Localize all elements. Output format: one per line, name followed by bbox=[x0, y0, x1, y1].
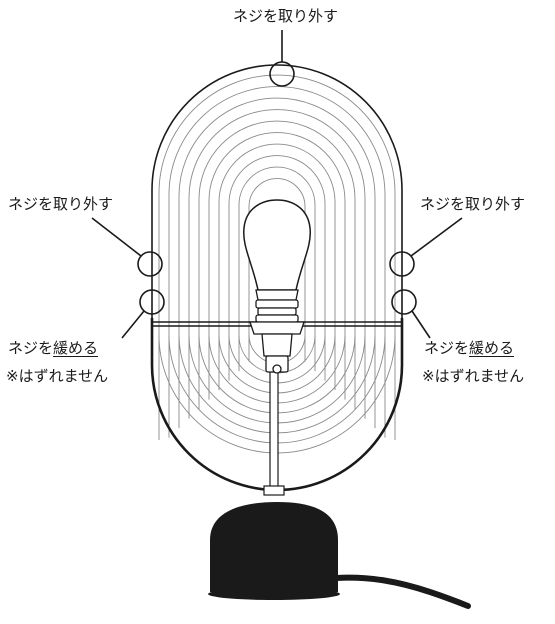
shade-outline bbox=[151, 64, 403, 318]
label-top-remove-screw: ネジを取り外す bbox=[233, 7, 339, 25]
screw-marker-right-upper bbox=[389, 251, 415, 277]
right-loosen-emphasis: 緩める bbox=[469, 339, 515, 357]
label-left-note: ※はずれません bbox=[6, 367, 109, 385]
base-foot bbox=[208, 588, 340, 600]
label-right-note: ※はずれません bbox=[422, 367, 525, 385]
screw-marker-right-lower bbox=[391, 289, 417, 315]
left-loosen-prefix: ネジを bbox=[8, 339, 54, 357]
shade-contour-4 bbox=[188, 109, 366, 419]
power-cord bbox=[333, 574, 471, 609]
socket bbox=[249, 299, 305, 374]
shade-contour-7 bbox=[218, 143, 336, 391]
support-rod bbox=[263, 371, 285, 496]
leader-lines bbox=[91, 30, 463, 339]
shade-contour-3 bbox=[178, 97, 376, 429]
shade-contour-5 bbox=[198, 120, 356, 410]
label-right-loosen-screw: ネジを緩める bbox=[424, 338, 514, 358]
shade-contour-10 bbox=[248, 178, 306, 362]
screw-marker-left-upper bbox=[137, 251, 163, 277]
label-left-remove-screw: ネジを取り外す bbox=[8, 195, 114, 213]
left-loosen-emphasis: 緩める bbox=[53, 339, 99, 357]
light-bulb bbox=[243, 199, 311, 301]
label-right-remove-screw: ネジを取り外す bbox=[420, 195, 526, 213]
shade-contour-8 bbox=[228, 155, 326, 381]
lamp-base bbox=[210, 502, 338, 592]
shade-contour-9 bbox=[238, 166, 316, 372]
right-loosen-prefix: ネジを bbox=[424, 339, 470, 357]
label-left-loosen-screw: ネジを緩める bbox=[8, 338, 98, 358]
screw-marker-left-lower bbox=[139, 289, 165, 315]
shade-contour-6 bbox=[208, 132, 346, 400]
shade-contour-2 bbox=[168, 86, 386, 438]
shade-contour-1 bbox=[158, 74, 396, 440]
